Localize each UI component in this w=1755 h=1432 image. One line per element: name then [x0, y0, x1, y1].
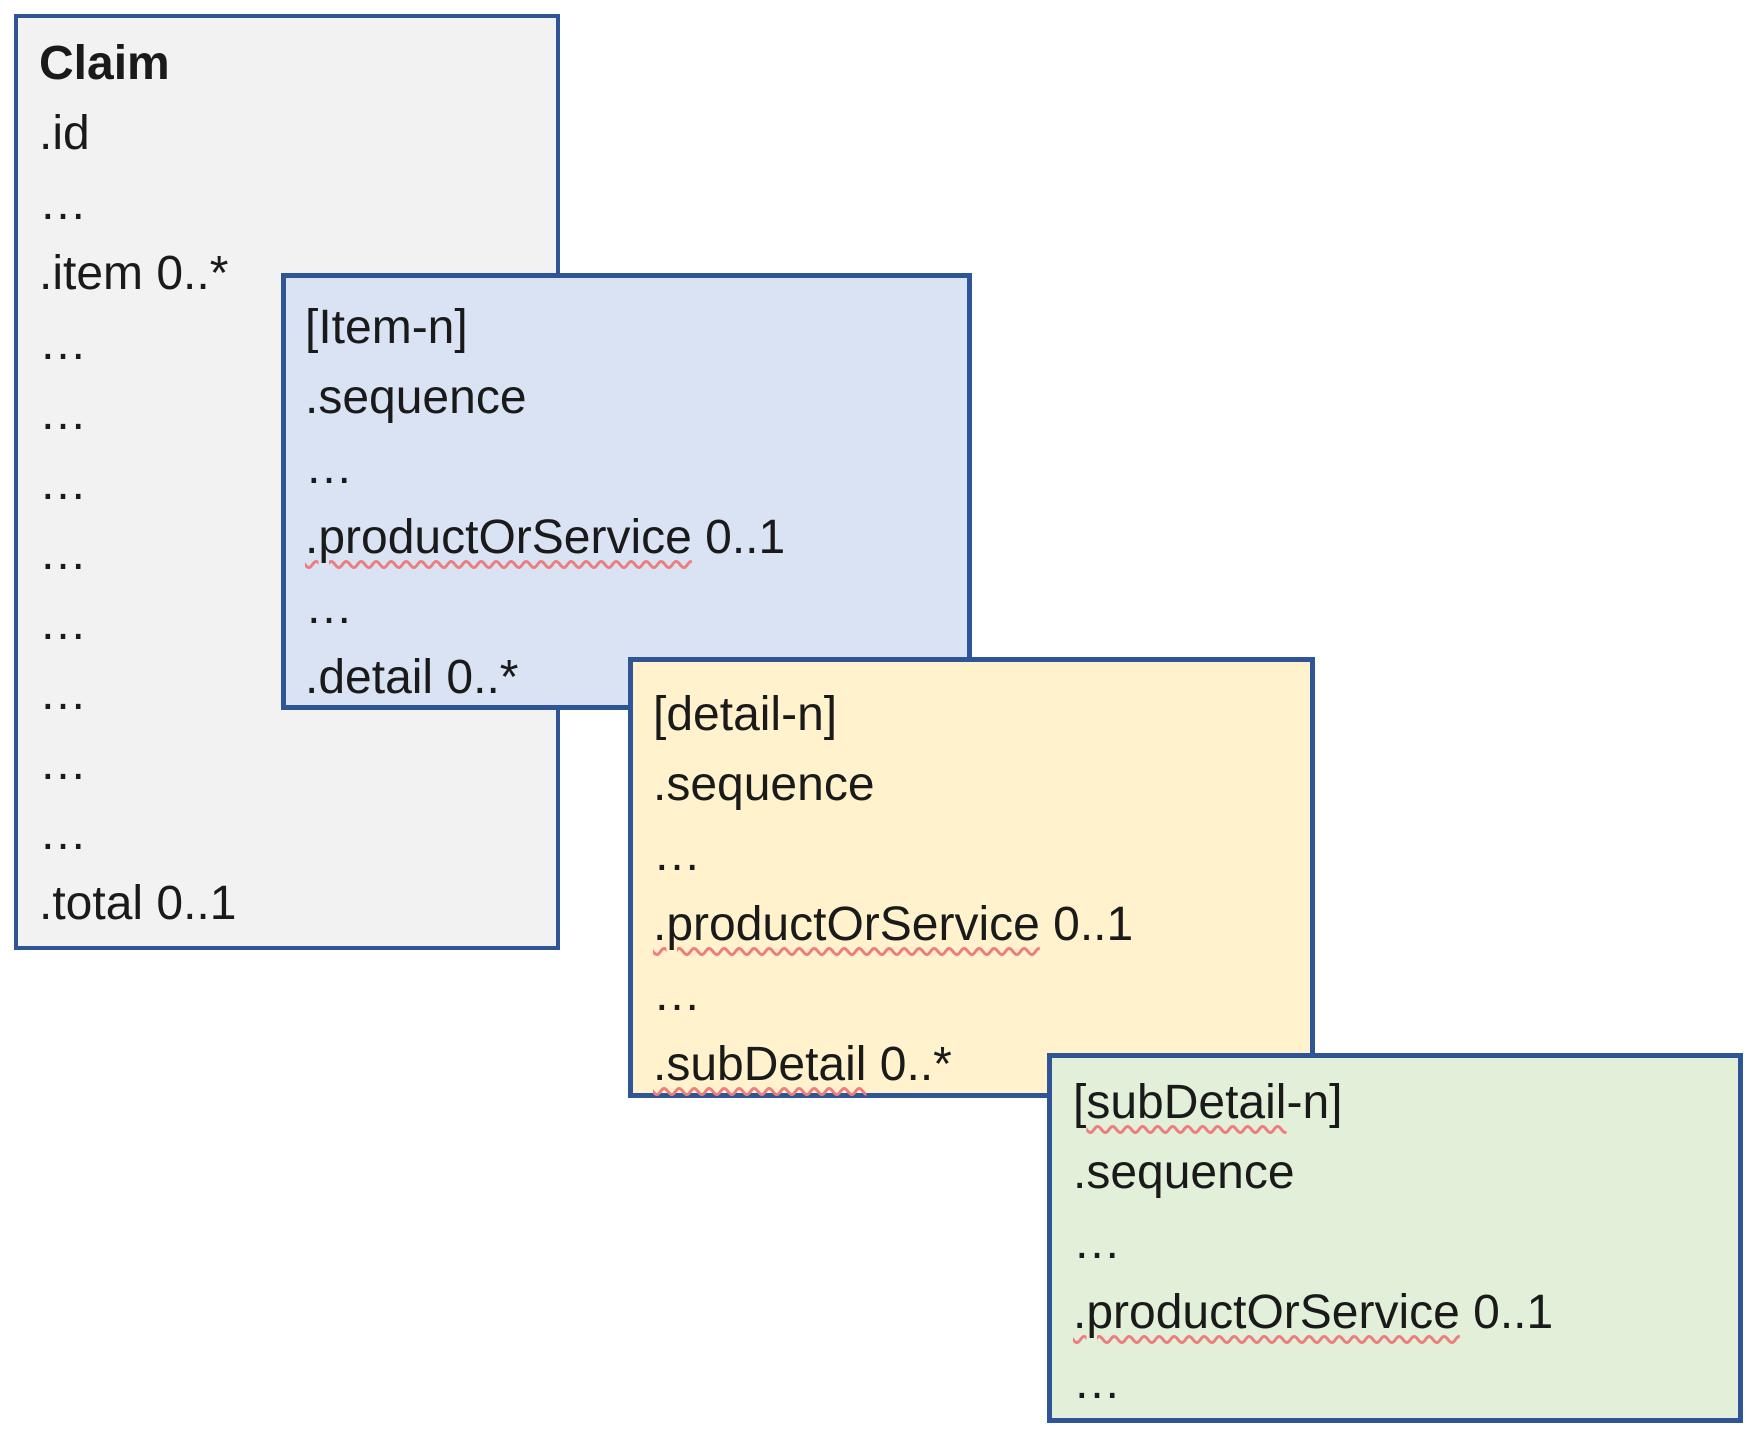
claim-field-text: …	[39, 387, 87, 440]
claim-field-line: …	[39, 169, 548, 239]
misspelling-squiggle: .productOrService	[305, 511, 692, 564]
claim-field-text: …	[39, 457, 87, 510]
detail-field-text: …	[653, 828, 701, 881]
item-field-text: .detail 0..*	[305, 651, 519, 704]
subdetail-field-line: .productOrService 0..1	[1073, 1278, 1730, 1348]
detail-field-line: …	[653, 820, 1302, 890]
claim-field-line: …	[39, 379, 548, 449]
subdetail-field-line: …	[1073, 1208, 1730, 1278]
claim-field-text: .total 0..1	[39, 877, 237, 930]
subdetail-box: [subDetail-n] .sequence … .productOrService…	[1047, 1053, 1743, 1423]
claim-field-text: …	[39, 737, 87, 790]
item-field-line: .detail 0..*	[305, 643, 959, 713]
item-field-line: …	[305, 573, 959, 643]
item-box-title: [Item-n]	[305, 293, 959, 363]
item-field-line: .sequence	[305, 363, 959, 433]
item-field-text: …	[305, 441, 353, 494]
misspelling-squiggle: .productOrService	[1073, 1286, 1460, 1339]
item-field-line: …	[305, 433, 959, 503]
claim-field-line: .id	[39, 99, 548, 169]
detail-field-line: .productOrService 0..1	[653, 890, 1302, 960]
item-field-line: .productOrService 0..1	[305, 503, 959, 573]
subdetail-field-text: …	[1073, 1216, 1121, 1269]
claim-field-text: …	[39, 667, 87, 720]
claim-field-line: …	[39, 589, 548, 659]
claim-field-line: …	[39, 519, 548, 589]
claim-field-line: …	[39, 729, 548, 799]
misspelling-squiggle: subDetail	[1086, 1076, 1287, 1129]
item-field-text: .sequence	[305, 371, 527, 424]
subdetail-title-text: -n]	[1286, 1076, 1343, 1129]
claim-title-text: Claim	[39, 37, 170, 90]
claim-field-line: …	[39, 309, 548, 379]
detail-field-text: 0..*	[866, 1038, 952, 1091]
subdetail-title-text: [	[1073, 1076, 1087, 1129]
claim-field-text: .item 0..*	[39, 247, 229, 300]
subdetail-field-line: .sequence	[1073, 1138, 1730, 1208]
subdetail-box-title: [subDetail-n]	[1073, 1068, 1730, 1138]
misspelling-squiggle: .productOrService	[653, 898, 1040, 951]
item-field-text: 0..1	[691, 511, 786, 564]
subdetail-field-text: .sequence	[1073, 1146, 1295, 1199]
item-box: [Item-n] .sequence … .productOrService 0..1…	[281, 273, 972, 710]
claim-field-line: .total 0..1	[39, 869, 548, 939]
detail-box-title: [detail-n]	[653, 680, 1302, 750]
detail-field-text: 0..1	[1039, 898, 1134, 951]
detail-title-text: [detail-n]	[653, 688, 838, 741]
claim-field-line: .item 0..*	[39, 239, 548, 309]
subdetail-field-line: …	[1073, 1348, 1730, 1418]
claim-field-line: …	[39, 659, 548, 729]
subdetail-field-text: 0..1	[1459, 1286, 1554, 1339]
detail-field-text: .sequence	[653, 758, 875, 811]
claim-field-text: …	[39, 597, 87, 650]
claim-field-line: …	[39, 449, 548, 519]
claim-field-text: .id	[39, 107, 90, 160]
detail-field-line: .subDetail 0..*	[653, 1030, 1302, 1100]
item-title-text: [Item-n]	[305, 301, 468, 354]
item-field-text: …	[305, 581, 353, 634]
claim-box-title: Claim	[39, 29, 548, 99]
detail-field-line: .sequence	[653, 750, 1302, 820]
claim-field-line: …	[39, 799, 548, 869]
claim-field-text: …	[39, 177, 87, 230]
detail-field-line: …	[653, 960, 1302, 1030]
claim-field-text: …	[39, 527, 87, 580]
claim-field-text: …	[39, 807, 87, 860]
claim-field-text: …	[39, 317, 87, 370]
detail-field-text: …	[653, 968, 701, 1021]
detail-box: [detail-n] .sequence … .productOrService 0.…	[628, 657, 1315, 1098]
misspelling-squiggle: .subDetail	[653, 1038, 867, 1091]
subdetail-field-text: …	[1073, 1356, 1121, 1409]
